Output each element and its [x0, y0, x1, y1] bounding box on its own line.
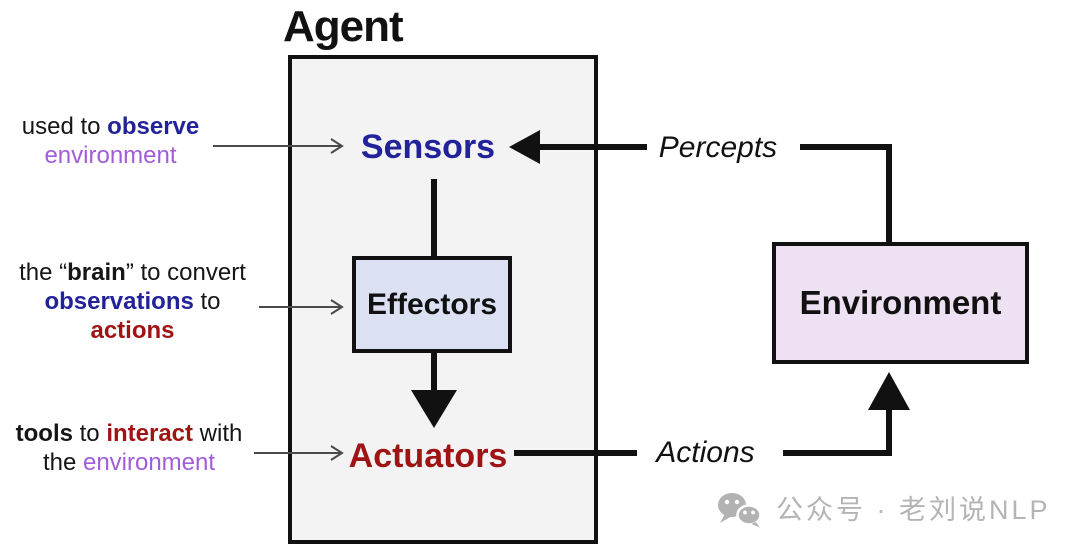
actions-label: Actions: [656, 436, 755, 469]
environment-box: Environment: [772, 242, 1029, 364]
actions-arrowhead: [868, 372, 910, 410]
annotation-actuators-text1: to: [72, 420, 107, 447]
wechat-icon: [718, 493, 762, 528]
annotation-sensors-environment: environment: [44, 142, 177, 169]
annotation-actuators-text3: the: [42, 449, 83, 476]
annotation-actuators-text2: with: [193, 420, 243, 447]
annotation-actuators: tools to interact with the environment: [8, 419, 250, 477]
annotation-effectors-brain: brain: [67, 259, 126, 286]
actuators-label: Actuators: [348, 437, 508, 475]
agent-title: Agent: [283, 2, 404, 51]
environment-label: Environment: [799, 284, 1002, 321]
effectors-box: Effectors: [352, 256, 512, 353]
annotation-sensors-observe: observe: [107, 113, 200, 140]
annotation-sensors: used to observe environment: [8, 112, 213, 170]
annotation-effectors-text3: to: [193, 288, 221, 315]
watermark: 公众号 · 老刘说NLP: [716, 492, 1051, 528]
annotation-effectors-text1: the “: [19, 259, 68, 286]
annotation-sensors-text: used to: [21, 113, 108, 140]
annotation-actuators-environment: environment: [82, 449, 216, 476]
annotation-effectors-observations: observations: [44, 288, 194, 315]
percepts-line-right: [800, 144, 892, 244]
effectors-label: Effectors: [366, 287, 498, 321]
percepts-label: Percepts: [658, 131, 778, 164]
annotation-effectors-text2: ” to convert: [125, 259, 246, 286]
annotation-effectors-actions: actions: [90, 317, 175, 344]
annotation-actuators-tools: tools: [15, 420, 73, 447]
watermark-text: 公众号 · 老刘说NLP: [776, 495, 1051, 525]
annotation-effectors: the “brain” to convert observations to a…: [10, 258, 255, 345]
annotation-actuators-interact: interact: [106, 420, 194, 447]
actions-line-right: [783, 408, 892, 456]
sensors-label: Sensors: [360, 128, 496, 166]
